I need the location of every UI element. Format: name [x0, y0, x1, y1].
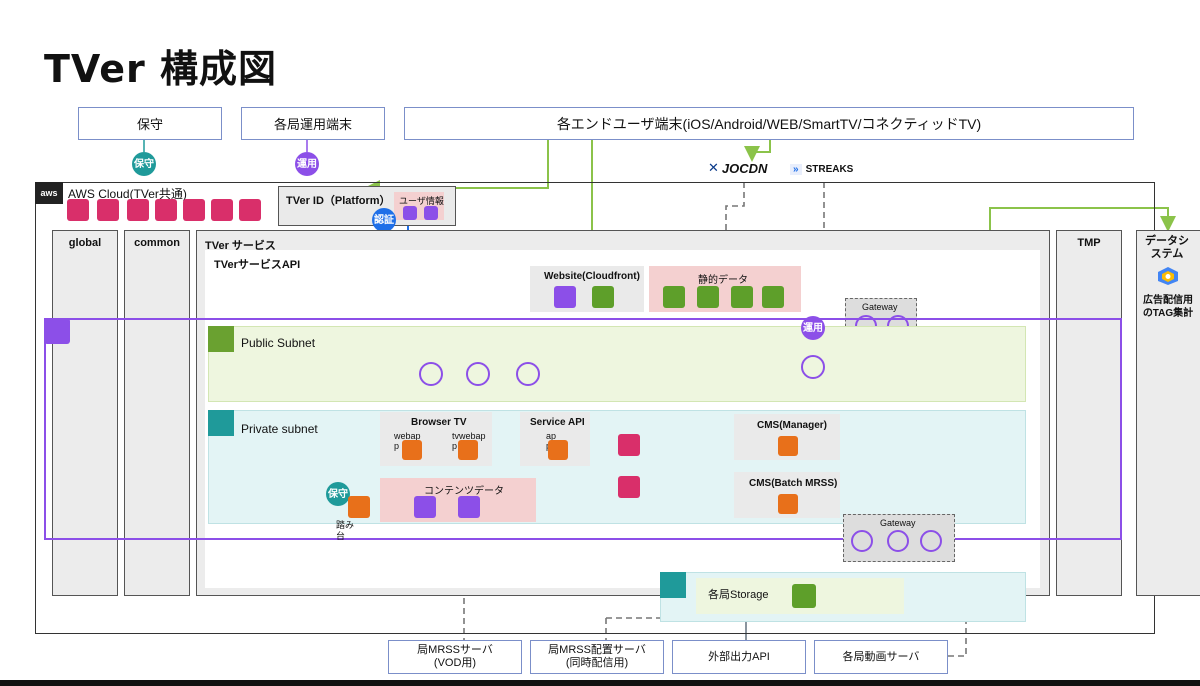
internet-gateway-icon [887, 530, 909, 552]
cms-batch-label: CMS(Batch MRSS) [749, 478, 838, 489]
ec2-icon [402, 440, 422, 460]
aurora-icon [414, 496, 436, 518]
common-column: common [124, 230, 190, 596]
gateway-bottom-label: Gateway [880, 518, 916, 528]
website-label: Website(Cloudfront) [544, 271, 640, 282]
ecs-icon [778, 494, 798, 514]
bastion-icon [348, 496, 370, 518]
tvwebapp-label: tvwebap p [452, 431, 486, 451]
mrss-live-label: 局MRSS配置サーバ (同時配信用) [548, 644, 646, 669]
directory-icon [424, 206, 438, 220]
gateway-top-label: Gateway [862, 302, 898, 312]
bottom-strip [0, 680, 1200, 686]
external-api-label: 外部出力API [708, 650, 770, 663]
s3-bucket-icon [592, 286, 614, 308]
google-cloud-icon [1156, 266, 1180, 286]
mrss-vod-box: 局MRSSサーバ (VOD用) [388, 640, 522, 674]
ops-badge: 運用 [295, 152, 319, 176]
secrets-icon [155, 199, 177, 221]
database-icon [458, 496, 480, 518]
cms-manager-label: CMS(Manager) [757, 420, 828, 431]
service-api-label: Service API [530, 417, 585, 428]
shield-icon [67, 199, 89, 221]
data-system-desc: 広告配信用のTAG集計 [1142, 295, 1194, 319]
alb-icon [516, 362, 540, 386]
user-info-label: ユーザ情報 [399, 196, 444, 206]
elasticache-icon [618, 434, 640, 456]
bastion-label: 踏み台 [336, 520, 355, 541]
jocdn-label: JOCDN [721, 160, 768, 176]
waf-icon [97, 199, 119, 221]
jocdn-mark-icon: ✕ [708, 160, 719, 175]
tmp-label: TMP [1077, 237, 1101, 249]
tmp-column: TMP [1056, 230, 1122, 596]
global-label: global [68, 237, 102, 249]
external-api-box: 外部出力API [672, 640, 806, 674]
data-system-title: データシステム [1145, 235, 1189, 260]
end-user-box: 各エンドユーザ端末(iOS/Android/WEB/SmartTV/コネクティッ… [404, 107, 1134, 140]
cognito-icon [403, 206, 417, 220]
public-subnet-lock-icon [208, 326, 234, 352]
organization-icon [183, 199, 205, 221]
browser-tv-label: Browser TV [411, 417, 467, 428]
station-terminal-label: 各局運用端末 [273, 117, 352, 132]
tver-service-api-label: TVerサービスAPI [214, 259, 301, 271]
webapp-label: webap p [394, 431, 421, 451]
station-terminal-box: 各局運用端末 [241, 107, 385, 140]
streaks-label: STREAKS [805, 163, 854, 175]
public-subnet [208, 326, 1026, 402]
auth-badge: 認証 [372, 208, 396, 232]
cloudfront-icon [554, 286, 576, 308]
tver-service-label: TVer サービス [205, 240, 276, 252]
maintenance-label: 保守 [136, 117, 163, 132]
aws-logo-icon: aws [35, 182, 63, 204]
common-label: common [134, 237, 180, 249]
ecs-icon [778, 436, 798, 456]
private-subnet-label: Private subnet [241, 422, 318, 436]
static-data-label: 静的データ [698, 275, 748, 286]
elasticache-icon [618, 476, 640, 498]
s3-bucket-icon [731, 286, 753, 308]
streaks-logo: »STREAKS [790, 160, 853, 178]
s3-bucket-icon [762, 286, 784, 308]
page-title: TVer 構成図 [44, 47, 277, 91]
guardduty-icon [211, 199, 233, 221]
streaks-mark-icon: » [790, 163, 802, 175]
maintenance-badge: 保守 [132, 152, 156, 176]
s3-bucket-icon [792, 584, 816, 608]
s3-bucket-icon [663, 286, 685, 308]
aws-cloud-label: AWS Cloud(TVer共通) [68, 187, 187, 201]
inspector-icon [239, 199, 261, 221]
maintenance-badge: 保守 [326, 482, 350, 506]
alb-icon [801, 355, 825, 379]
private-subnet-lock-icon [208, 410, 234, 436]
maintenance-box: 保守 [78, 107, 222, 140]
tver-id-label: TVer ID（Platform） [286, 195, 391, 207]
vpc-boundary [44, 318, 1122, 540]
private-subnet [208, 410, 1026, 524]
alb-icon [466, 362, 490, 386]
video-server-box: 各局動画サーバ [814, 640, 948, 674]
storage-lock-icon [660, 572, 686, 598]
mrss-live-box: 局MRSS配置サーバ (同時配信用) [530, 640, 664, 674]
end-user-label: 各エンドユーザ端末(iOS/Android/WEB/SmartTV/コネクティッ… [556, 115, 982, 132]
s3-bucket-icon [697, 286, 719, 308]
ec2-icon [458, 440, 478, 460]
public-subnet-label: Public Subnet [241, 336, 316, 350]
alb-icon [419, 362, 443, 386]
jocdn-logo: ✕JOCDN [708, 158, 767, 178]
contents-data-label: コンテンツデータ [424, 486, 504, 497]
vpc-endpoint-icon [920, 530, 942, 552]
load-balancer-icon [851, 530, 873, 552]
data-system-column [1136, 230, 1200, 596]
video-server-label: 各局動画サーバ [842, 650, 920, 663]
mrss-vod-label: 局MRSSサーバ (VOD用) [417, 644, 493, 669]
ec2-icon [548, 440, 568, 460]
vpc-icon [44, 318, 70, 344]
ops-badge: 運用 [801, 316, 825, 340]
certificate-icon [127, 199, 149, 221]
website-box [530, 266, 644, 312]
global-column: global [52, 230, 118, 596]
storage-label: 各局Storage [708, 589, 769, 601]
